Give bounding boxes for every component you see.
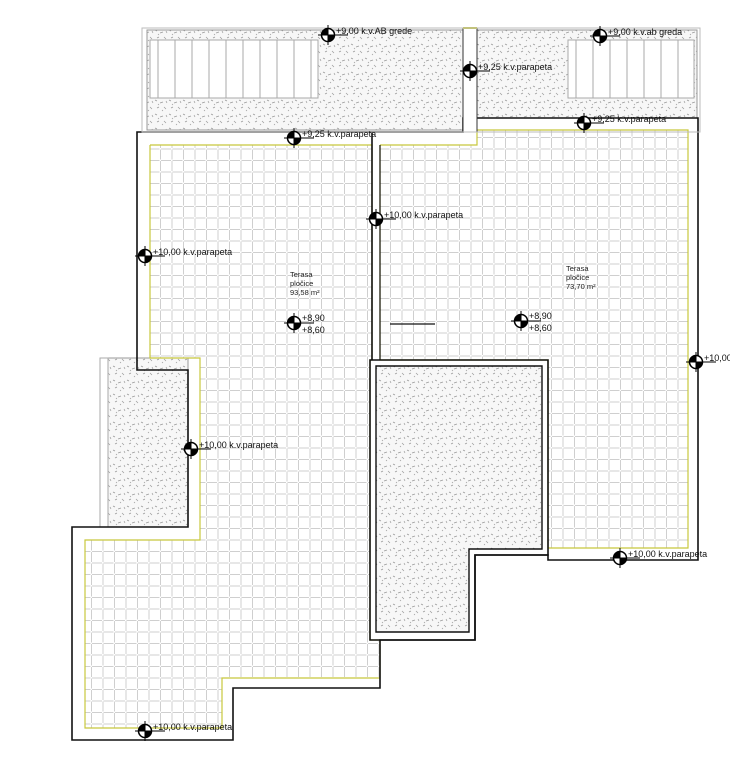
elevation-label: +8,60 (302, 325, 325, 335)
elevation-label: +8,90 (529, 311, 552, 321)
elevation-label: +9,00 k.v.ab greda (608, 27, 682, 37)
elevation-marker: +10,00 k.v.parapeta (135, 721, 232, 741)
tiled-terraces (85, 130, 688, 728)
elevation-marker: +9,00 k.v.ab greda (590, 26, 682, 46)
elevation-marker: +9,25 k.v.parapeta (460, 61, 552, 81)
elevation-marker: +9,25 k.v.parapeta (574, 113, 666, 133)
elevation-marker: +10,00 (686, 352, 730, 372)
parapet-walls (71, 27, 701, 741)
elevation-marker: +10,00 k.v.parapeta (610, 548, 707, 568)
elevation-label: +10,00 k.v.parapeta (628, 549, 707, 559)
elevation-marker: +10,00 k.v.parapeta (135, 246, 232, 266)
gravel-areas (99, 29, 698, 633)
terrace-right-tiles (380, 130, 688, 548)
elevation-label: +10,00 k.v.parapeta (153, 722, 232, 732)
elevation-marker: +8,90 +8,60 (284, 313, 325, 335)
elevation-label: +9,25 k.v.parapeta (592, 114, 666, 124)
elevation-label: +10,00 (704, 353, 730, 363)
elevation-marker: +10,00 k.v.parapeta (181, 439, 278, 459)
pergola (567, 39, 695, 99)
elevation-label: +10,00 k.v.parapeta (199, 440, 278, 450)
gravel-area (99, 357, 189, 528)
elevation-marker: +9,25 k.v.parapeta (284, 128, 376, 148)
elevation-label: +8,90 (302, 313, 325, 323)
elevation-marker: +9,00 k.v.AB grede (318, 25, 412, 45)
elevation-markers: +9,00 k.v.AB grede +9,25 k.v.parapeta +9,0… (135, 25, 730, 741)
elevation-marker: +10,00 k.v.parapeta (366, 209, 463, 229)
elevation-label: +9,00 k.v.AB grede (336, 26, 412, 36)
elevation-marker: +8,90 +8,60 (511, 311, 552, 333)
elevation-label: +8,60 (529, 323, 552, 333)
gravel-area (375, 365, 543, 633)
elevation-label: +10,00 k.v.parapeta (384, 210, 463, 220)
courtyard-wall (369, 359, 549, 641)
terrace-left-tiles (85, 145, 380, 728)
elevation-label: +9,25 k.v.parapeta (302, 129, 376, 139)
elevation-label: +9,25 k.v.parapeta (478, 62, 552, 72)
elevation-label: +10,00 k.v.parapeta (153, 247, 232, 257)
pergola (149, 39, 319, 99)
